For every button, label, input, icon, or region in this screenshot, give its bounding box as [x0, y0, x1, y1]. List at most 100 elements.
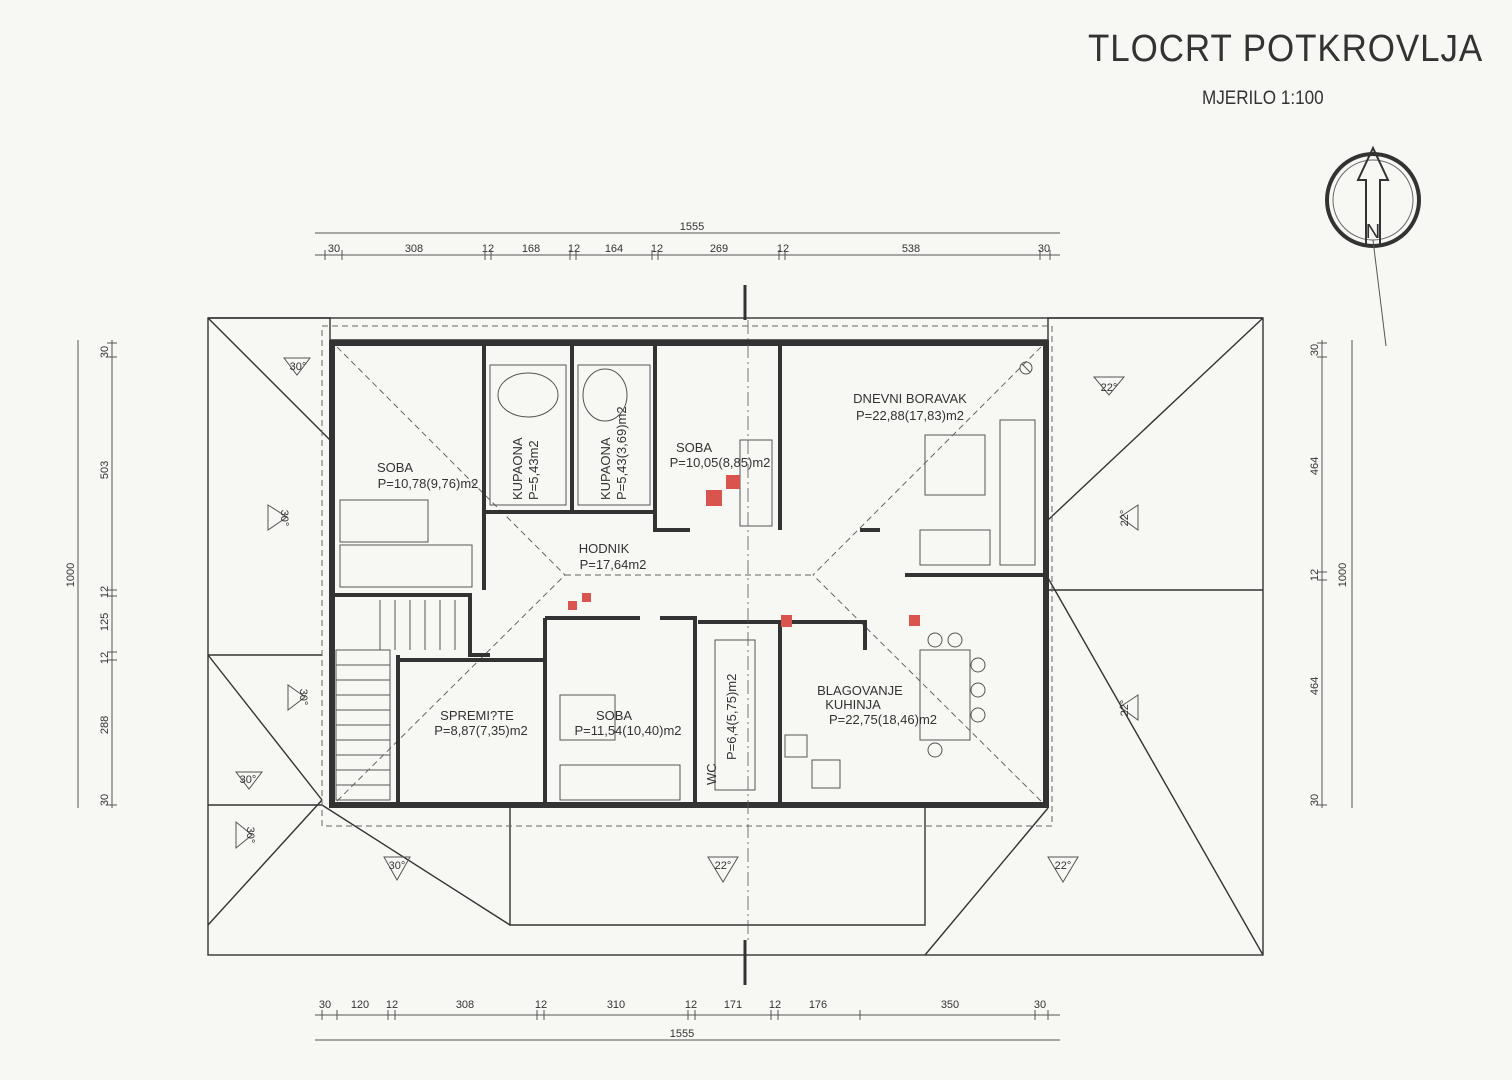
slope-marker: 22° — [1092, 376, 1126, 396]
dim-bottom-total: 1555 — [670, 1028, 694, 1040]
dimension-label: 12 — [685, 999, 697, 1011]
marker-point — [582, 593, 591, 602]
dimension-label: 288 — [99, 716, 111, 734]
room-area-wc: P=6,4(5,75)m2 — [724, 674, 739, 760]
room-area-kupaona-1: P=5,43m2 — [526, 440, 541, 500]
room-name-kupaona-1: KUPAONA — [510, 437, 525, 500]
dimension-label: 30 — [99, 794, 111, 806]
dimension-label: 503 — [99, 461, 111, 479]
room-name-blagovanje: BLAGOVANJE — [817, 683, 903, 698]
svg-text:22°: 22° — [1055, 860, 1072, 872]
room-area-spremiste: P=8,87(7,35)m2 — [434, 723, 528, 738]
dimension-label: 12 — [568, 243, 580, 255]
dimension-label: 30 — [1034, 999, 1046, 1011]
marker-point — [781, 615, 792, 627]
slope-marker: 30° — [267, 504, 290, 531]
room-area-soba-left: P=10,78(9,76)m2 — [378, 476, 479, 491]
svg-text:30°: 30° — [244, 827, 256, 844]
dimension-label: 12 — [769, 999, 781, 1011]
dimension-label: 120 — [351, 999, 369, 1011]
dimension-label: 30 — [319, 999, 331, 1011]
dimension-label: 464 — [1309, 457, 1321, 475]
slope-marker: 22° — [707, 856, 739, 883]
slope-marker: 30° — [234, 771, 264, 790]
dimension-label: 125 — [99, 613, 111, 631]
room-area-soba-bottom: P=11,54(10,40)m2 — [574, 723, 681, 738]
dimension-label: 269 — [710, 243, 728, 255]
room-name-soba-bottom: SOBA — [596, 708, 632, 723]
north-label: N — [1366, 221, 1380, 243]
room-area-hodnik: P=17,64m2 — [580, 557, 647, 572]
room-area-blagovanje: P=22,75(18,46)m2 — [829, 712, 937, 727]
marker-point — [726, 475, 740, 489]
dimension-label: 168 — [522, 243, 540, 255]
dimension-label: 12 — [99, 586, 111, 598]
dimension-label: 176 — [809, 999, 827, 1011]
dimension-label: 164 — [605, 243, 623, 255]
svg-text:30°: 30° — [290, 361, 307, 373]
dimension-label: 30 — [99, 346, 111, 358]
room-name-hodnik: HODNIK — [579, 541, 630, 556]
svg-text:30°: 30° — [389, 860, 406, 872]
room-name-wc: WC — [704, 763, 719, 785]
dimension-label: 30 — [1309, 344, 1321, 356]
slope-marker: 22° — [1119, 504, 1139, 531]
slope-marker: 22° — [1119, 694, 1139, 721]
dimension-label: 538 — [902, 243, 920, 255]
room-name-soba-top: SOBA — [676, 440, 712, 455]
svg-text:22°: 22° — [715, 860, 732, 872]
dimension-label: 12 — [1309, 569, 1321, 581]
svg-text:30°: 30° — [278, 510, 290, 527]
drawing-scale: MJERILO 1:100 — [1202, 88, 1324, 109]
dimension-label: 12 — [777, 243, 789, 255]
dimension-lines: 1555 30 308 12 168 12 164 12 269 12 538 30 1555 30… — [65, 221, 1353, 1041]
room-name-kuhinja: KUHINJA — [825, 697, 881, 712]
dim-top-total: 1555 — [680, 221, 704, 233]
room-name-spremiste: SPREMI?TE — [440, 708, 514, 723]
room-name-soba-left: SOBA — [377, 460, 413, 475]
room-area-dnevni: P=22,88(17,83)m2 — [856, 408, 964, 423]
stairs — [335, 600, 456, 801]
room-name-dnevni: DNEVNI BORAVAK — [853, 391, 967, 406]
dimension-label: 12 — [386, 999, 398, 1011]
drawing-title: TLOCRT POTKROVLJA — [1088, 28, 1484, 70]
roof-outline — [207, 317, 1264, 956]
dimension-label: 350 — [941, 999, 959, 1011]
room-name-kupaona-2: KUPAONA — [598, 437, 613, 500]
dimension-label: 171 — [724, 999, 742, 1011]
svg-text:22°: 22° — [1119, 510, 1131, 527]
dimension-label: 310 — [607, 999, 625, 1011]
dimension-label: 12 — [651, 243, 663, 255]
dimension-label: 30 — [1309, 794, 1321, 806]
dimension-label: 30 — [1038, 243, 1050, 255]
marker-point — [909, 615, 920, 626]
dimension-label: 464 — [1309, 677, 1321, 695]
marker-point — [568, 601, 577, 610]
section-line — [743, 285, 749, 985]
dimension-label: 12 — [482, 243, 494, 255]
room-area-kupaona-2: P=5,43(3,69)m2 — [614, 406, 629, 500]
slope-marker: 22° — [1047, 856, 1079, 883]
svg-text:22°: 22° — [1101, 382, 1118, 394]
dimension-label: 12 — [535, 999, 547, 1011]
slope-marker: 30° — [287, 684, 309, 712]
slope-marker: 30° — [383, 856, 411, 882]
marker-points — [568, 475, 920, 627]
roof-slope-markers: 30° 30° 30° 30° 30° 30° 22° 22° 22° 22° … — [234, 357, 1139, 883]
room-labels: SOBA P=10,78(9,76)m2 KUPAONA P=5,43m2 KU… — [377, 391, 967, 785]
dim-left-total: 1000 — [65, 563, 77, 587]
dim-right-total: 1000 — [1337, 563, 1349, 587]
room-area-soba-top: P=10,05(8,85)m2 — [670, 455, 771, 470]
slope-marker: 30° — [282, 357, 312, 376]
svg-text:30°: 30° — [297, 689, 309, 706]
dimension-label: 12 — [99, 652, 111, 664]
north-arrow-icon: N — [1325, 145, 1421, 347]
dimension-label: 308 — [405, 243, 423, 255]
svg-text:22°: 22° — [1119, 700, 1131, 717]
slope-marker: 30° — [235, 820, 256, 850]
marker-point — [706, 490, 722, 506]
furniture — [339, 361, 1036, 801]
interior-walls — [332, 343, 1048, 805]
svg-text:30°: 30° — [240, 774, 257, 786]
